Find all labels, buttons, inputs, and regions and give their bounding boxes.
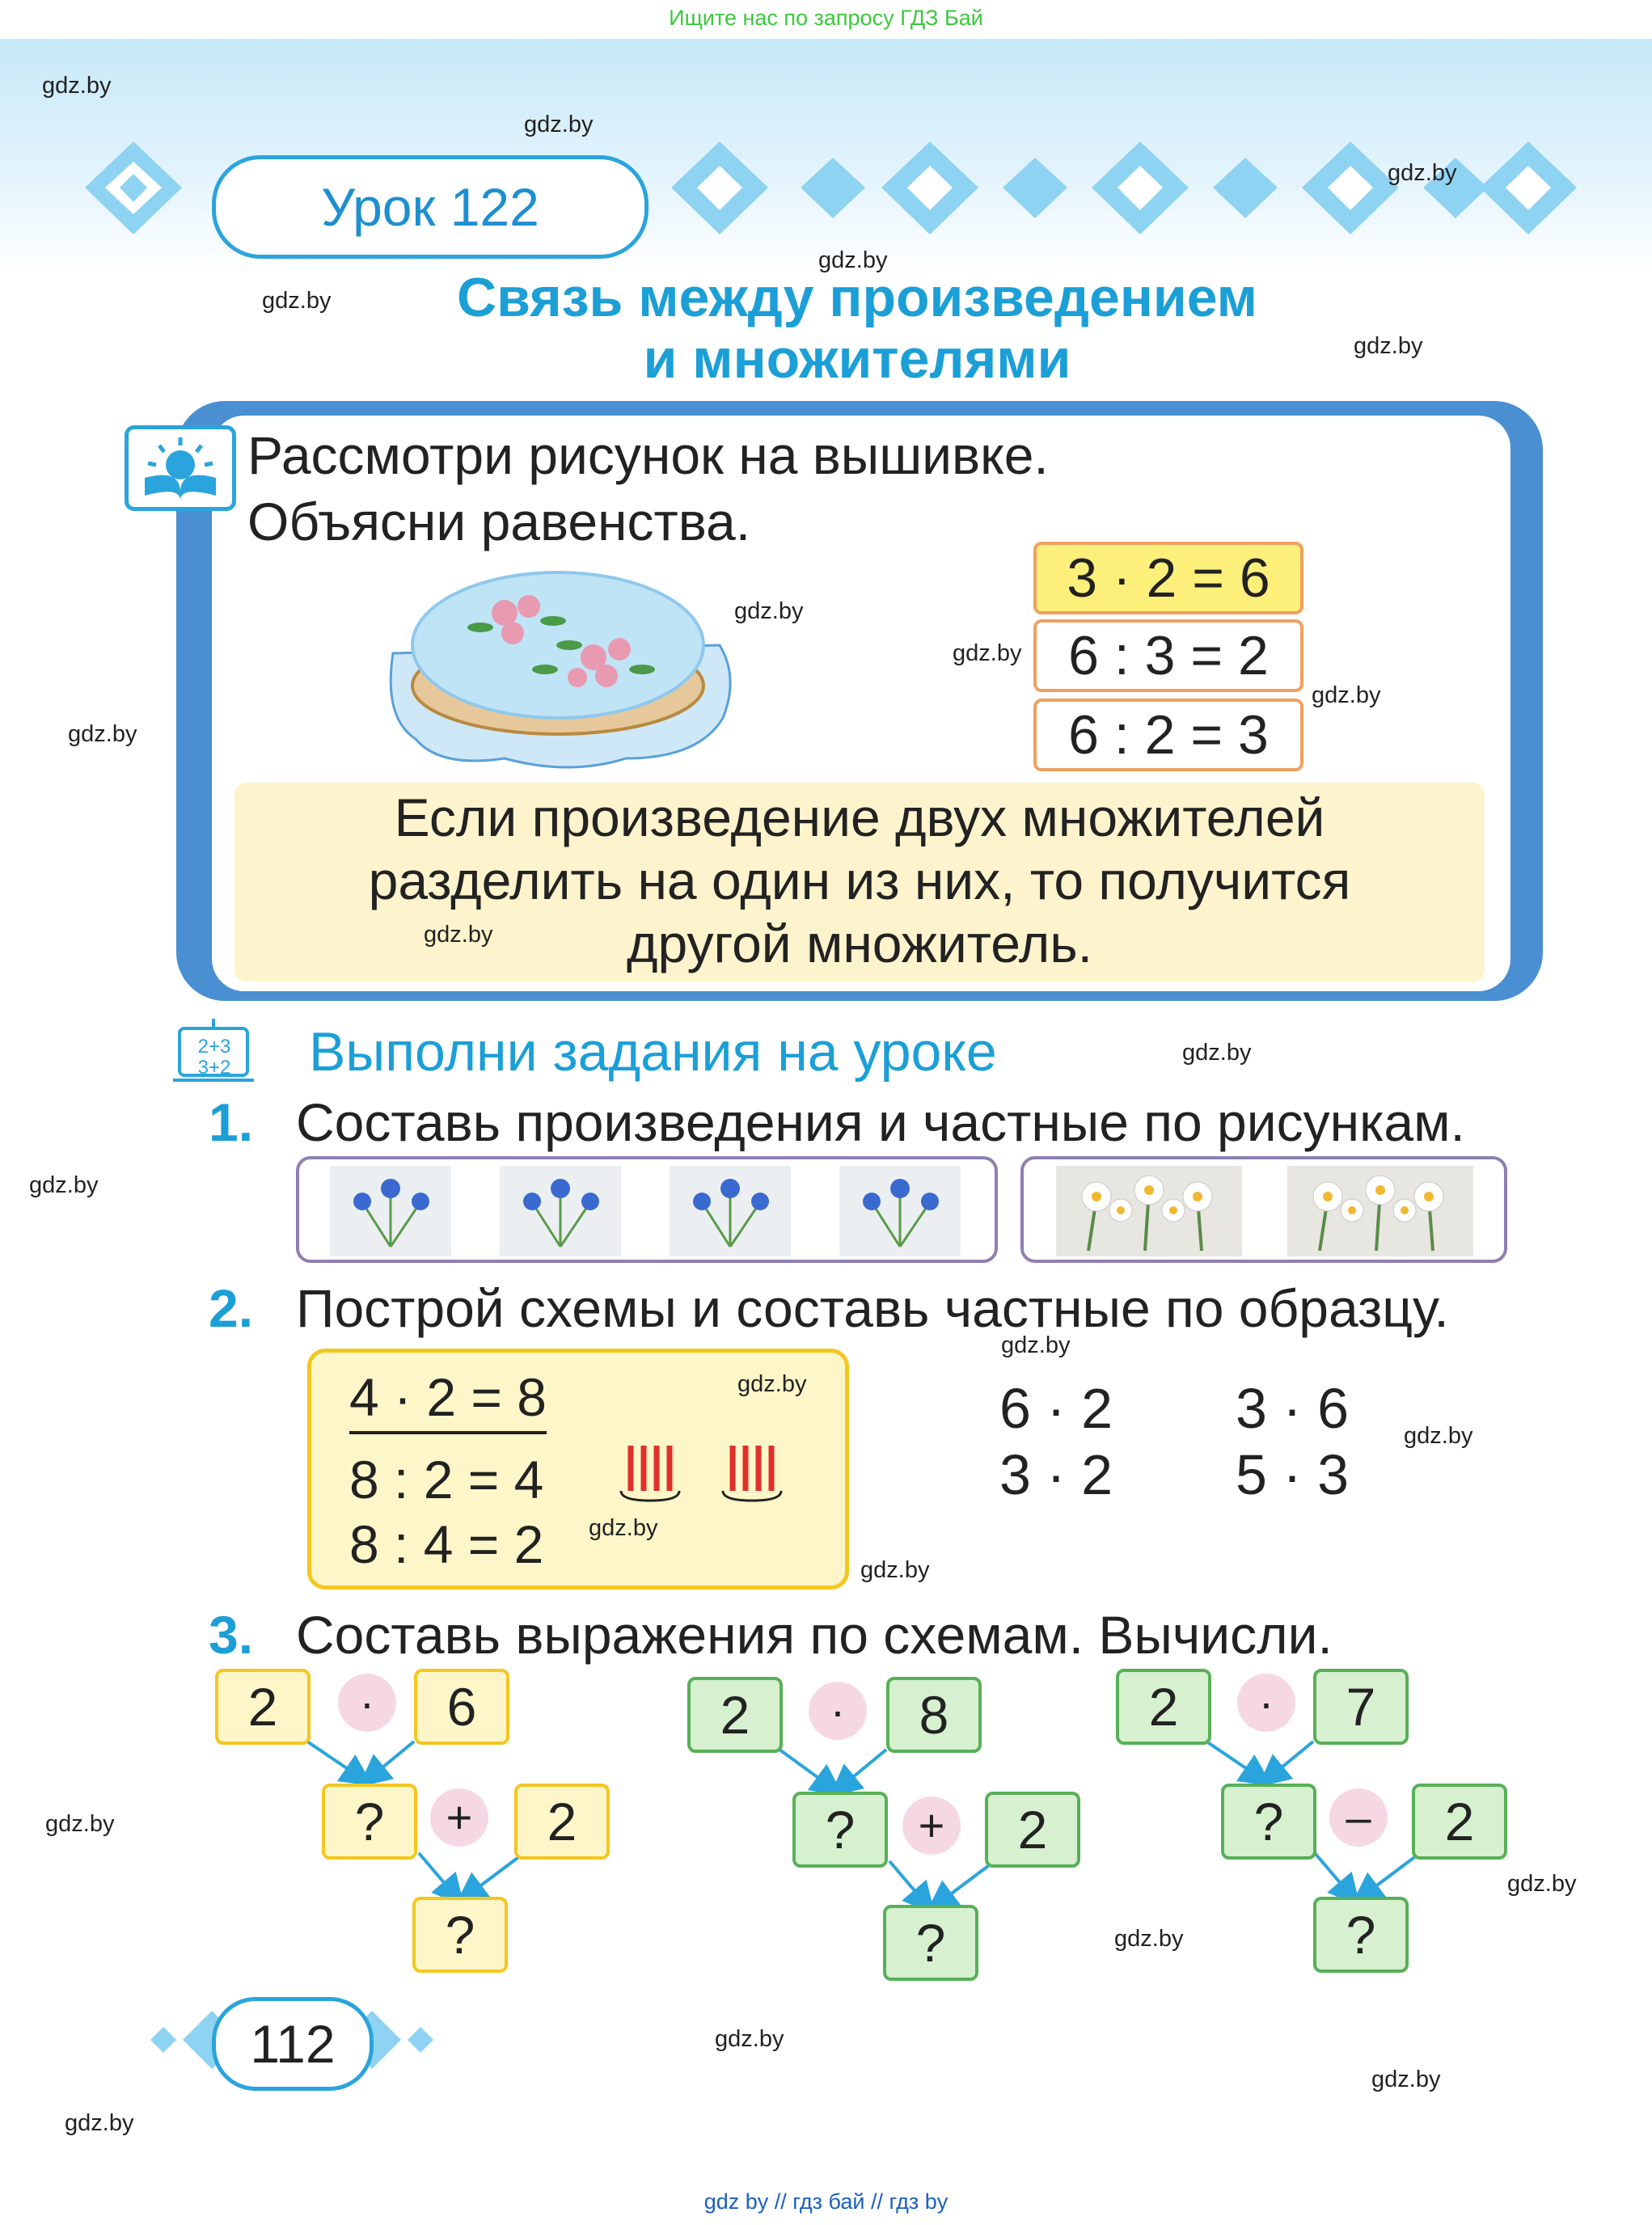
watermark: gdz.by: [1388, 160, 1457, 186]
watermark: gdz.by: [424, 922, 493, 948]
page-number: 112: [212, 1997, 374, 2091]
task-text: Составь выражения по схемам. Вычисли.: [296, 1605, 1333, 1665]
lesson-number-badge: Урок 122: [212, 155, 649, 259]
task-text: Построй схемы и составь частные по образ…: [296, 1278, 1449, 1338]
watermark: gdz.by: [1114, 1926, 1184, 1952]
scheme-number-box: 2: [687, 1677, 783, 1753]
equation-highlighted: 3 · 2 = 6: [1033, 542, 1303, 614]
daisy-image: [1287, 1166, 1473, 1256]
scheme-number-box: 2: [985, 1792, 1080, 1868]
exercise-expression: 3 · 2: [999, 1443, 1113, 1506]
tally-scheme-icon: [619, 1446, 783, 1502]
scheme-result-box: ?: [883, 1905, 978, 1981]
instruction-line: Рассмотри рисунок на вышивке.: [247, 425, 1049, 485]
calculation-board-icon: [173, 1019, 254, 1082]
page-title: Связь между произведением и множителями: [291, 267, 1423, 390]
instruction-line: Объясни равенства.: [247, 492, 751, 551]
scheme-number-box: 7: [1313, 1669, 1409, 1745]
watermark: gdz.by: [734, 598, 804, 624]
equation: 6 : 3 = 2: [1033, 619, 1303, 692]
cornflower-image: [500, 1166, 621, 1256]
calc-icon-text: 2+3 3+2: [186, 1037, 243, 1079]
scheme-unknown-box: ?: [1221, 1784, 1316, 1860]
rule-line: Если произведение двух множителей: [394, 787, 1325, 847]
watermark: gdz.by: [1354, 333, 1423, 359]
watermark: gdz.by: [1001, 1332, 1071, 1358]
watermark: gdz.by: [45, 1811, 115, 1837]
section-title: Выполни задания на уроке: [309, 1021, 997, 1083]
scheme-number-box: 6: [414, 1669, 509, 1745]
exercise-expression: 3 · 6: [1236, 1377, 1350, 1440]
title-line: и множителями: [643, 328, 1071, 390]
ornament-left-icon: [85, 141, 182, 234]
watermark: gdz.by: [953, 640, 1022, 666]
scheme-unknown-box: ?: [792, 1792, 888, 1868]
watermark: gdz.by: [524, 112, 594, 137]
operation-circle: ·: [809, 1682, 867, 1740]
calc-icon-line: 2+3: [197, 1036, 231, 1058]
open-book-sun-icon: [125, 425, 236, 511]
calc-icon-line: 3+2: [197, 1057, 231, 1079]
watermark: gdz.by: [1371, 2067, 1441, 2092]
task-text: Составь произведения и частные по рисунк…: [296, 1092, 1465, 1152]
watermark: gdz.by: [1507, 1871, 1577, 1897]
example-quotient: 8 : 2 = 4: [349, 1450, 544, 1509]
rule-box: Если произведение двух множителей раздел…: [234, 783, 1485, 982]
watermark: gdz.by: [29, 1172, 99, 1198]
scheme-result-box: ?: [1313, 1897, 1409, 1973]
watermark: gdz.by: [1182, 1040, 1252, 1066]
title-line: Связь между произведением: [457, 267, 1257, 328]
watermark: gdz.by: [1312, 682, 1381, 708]
rule-line: другой множитель.: [626, 914, 1093, 973]
scheme-number-box: 2: [514, 1784, 610, 1860]
equation: 6 : 2 = 3: [1033, 699, 1303, 771]
operation-circle: ·: [1237, 1674, 1295, 1732]
example-quotient: 8 : 4 = 2: [349, 1514, 544, 1574]
scheme-arrows: [306, 1740, 1422, 1915]
task-number: 3.: [209, 1605, 254, 1665]
watermark: gdz.by: [262, 288, 332, 314]
cornflower-image: [330, 1166, 451, 1256]
watermark: gdz.by: [737, 1371, 807, 1397]
cornflower-image: [839, 1166, 961, 1256]
watermark: gdz.by: [68, 721, 137, 747]
scheme-number-box: 2: [1412, 1784, 1507, 1860]
embroidery-hoop-image: [389, 571, 732, 769]
exercise-expression: 5 · 3: [1236, 1443, 1350, 1506]
ornament-band-icon: [671, 141, 1577, 234]
operation-circle: –: [1329, 1788, 1388, 1847]
watermark: gdz.by: [1404, 1423, 1473, 1449]
rule-line: разделить на один из них, то получится: [368, 851, 1351, 910]
scheme-unknown-box: ?: [322, 1784, 417, 1860]
daisy-image: [1056, 1166, 1242, 1256]
scheme-result-box: ?: [412, 1897, 508, 1973]
watermark: gdz.by: [818, 247, 888, 273]
exercise-expression: 6 · 2: [999, 1377, 1113, 1440]
watermark: gdz.by: [860, 1557, 930, 1583]
cornflower-image: [670, 1166, 791, 1256]
watermark: gdz.by: [65, 2110, 134, 2136]
operation-circle: +: [902, 1796, 961, 1855]
watermark: gdz.by: [715, 2026, 784, 2052]
scheme-number-box: 2: [1116, 1669, 1211, 1745]
watermark: gdz.by: [42, 73, 112, 99]
task-number: 1.: [209, 1092, 254, 1152]
example-product: 4 · 2 = 8: [349, 1366, 547, 1434]
scheme-number-box: 2: [215, 1669, 311, 1745]
footer-links[interactable]: gdz by // гдз бай // гдз by: [703, 2189, 949, 2214]
top-banner[interactable]: Ищите нас по запросу ГДЗ Бай: [669, 6, 983, 30]
operation-circle: +: [430, 1788, 488, 1847]
watermark: gdz.by: [589, 1515, 658, 1541]
scheme-number-box: 8: [886, 1677, 982, 1753]
task-number: 2.: [209, 1278, 254, 1338]
operation-circle: ·: [338, 1674, 396, 1732]
